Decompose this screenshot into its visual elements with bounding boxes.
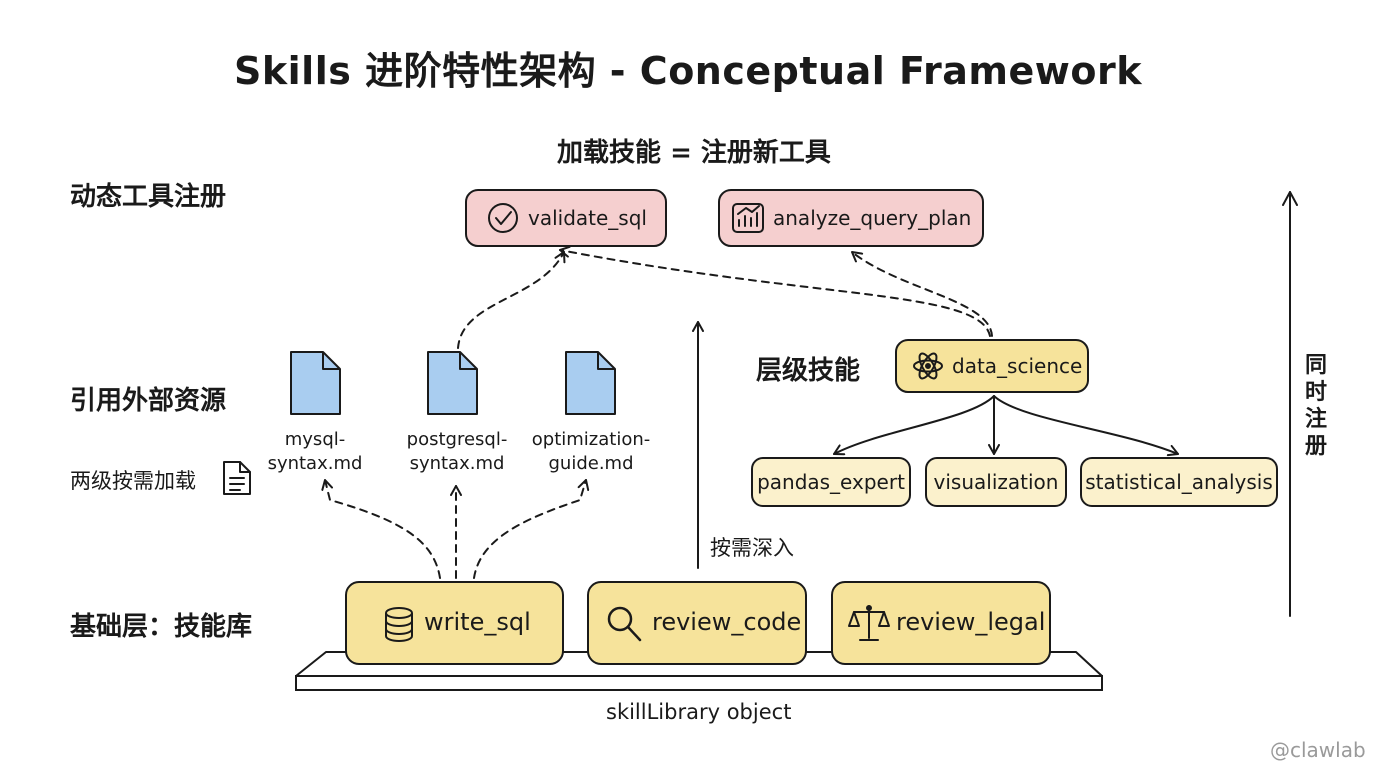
drill-down-label: 按需深入 <box>710 536 794 560</box>
atom-icon <box>913 352 943 380</box>
tool-label-analyze-query-plan: analyze_query_plan <box>773 206 972 230</box>
skill-label-review-legal: review_legal <box>896 608 1046 636</box>
layer-label-base: 基础层：技能库 <box>70 612 253 642</box>
check-circle-icon <box>488 203 518 233</box>
dynamic-tools-heading: 加载技能 = 注册新工具 <box>557 138 831 168</box>
layer-label-external-resources: 引用外部资源 <box>70 386 227 416</box>
layer-label-hierarchy: 层级技能 <box>756 356 861 386</box>
magnifier-icon <box>607 606 642 642</box>
tool-label-validate-sql: validate_sql <box>528 206 647 230</box>
file-icon-mysql <box>290 351 341 415</box>
arrow-write-sql-to-optimization <box>473 479 590 579</box>
chart-icon <box>732 203 764 233</box>
document-icon <box>223 461 251 495</box>
file-label-optimization: optimization-guide.md <box>531 429 651 474</box>
child-box-pandas-expert <box>751 457 911 507</box>
file-icon-postgresql <box>427 351 478 415</box>
database-icon <box>385 607 413 642</box>
skill-box-review-legal <box>831 581 1051 665</box>
layer-label-dynamic-tools: 动态工具注册 <box>70 182 227 212</box>
tool-box-validate-sql <box>465 189 667 247</box>
scales-icon <box>848 605 890 641</box>
arrow-data-science-to-pandas <box>833 395 995 456</box>
skill-box-data-science <box>895 339 1089 393</box>
skill-box-write-sql <box>345 581 564 665</box>
skill-label-write-sql: write_sql <box>424 608 531 636</box>
skill-box-review-code <box>587 581 807 665</box>
child-box-visualization <box>925 457 1067 507</box>
file-label-postgresql: postgresql-syntax.md <box>406 429 508 474</box>
skill-label-review-code: review_code <box>652 608 802 636</box>
tool-box-analyze-query-plan <box>718 189 984 247</box>
arrow-postgresql-to-validate-sql <box>457 250 566 349</box>
two-level-loading-label: 两级按需加载 <box>70 469 196 493</box>
register-simultaneously-label: 同时注册 <box>1304 353 1327 459</box>
watermark: @clawlab <box>1270 738 1366 762</box>
child-box-statistical-analysis <box>1080 457 1278 507</box>
skill-library-label: skillLibrary object <box>606 700 792 724</box>
arrow-data-science-to-validate-sql <box>559 245 991 337</box>
skill-label-data-science: data_science <box>952 354 1083 378</box>
child-label-pandas-expert: pandas_expert <box>757 470 905 494</box>
arrow-data-science-to-analyze-query-plan <box>851 251 993 337</box>
file-label-mysql: mysql-syntax.md <box>267 429 363 474</box>
arrow-write-sql-to-mysql <box>321 479 441 579</box>
child-label-visualization: visualization <box>933 470 1059 494</box>
page-title: Skills 进阶特性架构 - Conceptual Framework <box>234 49 1142 93</box>
file-icon-optimization <box>565 351 616 415</box>
child-label-statistical-analysis: statistical_analysis <box>1085 470 1273 494</box>
arrow-data-science-to-statistical <box>993 395 1179 457</box>
